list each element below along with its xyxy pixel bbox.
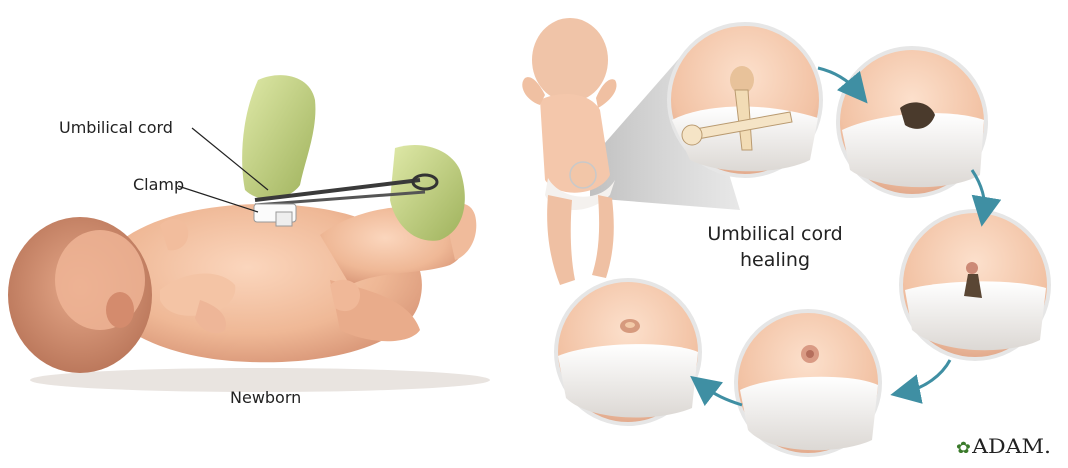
- umbilical-cord-label: Umbilical cord: [59, 118, 173, 137]
- leaf-icon: ✿: [956, 439, 971, 458]
- healing-title-line1: Umbilical cord: [690, 221, 860, 247]
- healing-stage-4: [736, 311, 880, 455]
- healing-stage-5: [556, 280, 700, 424]
- adam-logo-text: ADAM.: [972, 436, 1051, 459]
- healing-title-line2: healing: [690, 247, 860, 273]
- healing-stage-1: [669, 24, 821, 176]
- healing-stage-3: [901, 211, 1049, 359]
- healing-title: Umbilical cord healing: [690, 221, 860, 273]
- healing-stage-2: [838, 48, 986, 196]
- adam-logo: ✿ADAM.: [956, 436, 1051, 459]
- newborn-label: Newborn: [230, 388, 301, 407]
- clamp-label: Clamp: [133, 175, 184, 194]
